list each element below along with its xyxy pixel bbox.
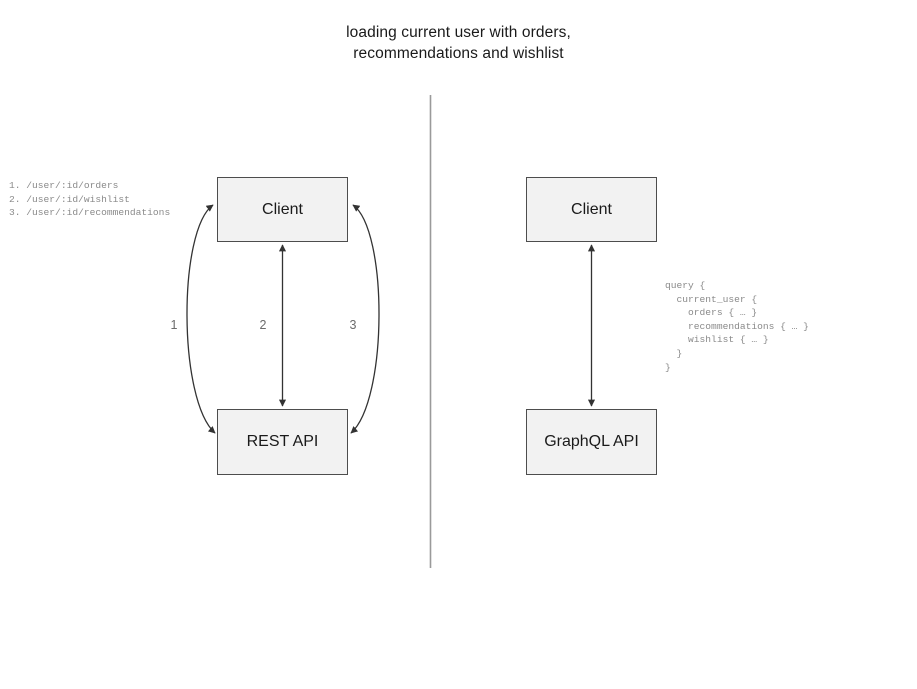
node-rest-api[interactable]: REST API xyxy=(217,409,348,475)
edge-label-2: 2 xyxy=(259,318,267,332)
edge-rest-1 xyxy=(186,204,216,434)
node-label: REST API xyxy=(246,433,319,450)
node-label: Client xyxy=(571,200,612,218)
node-graphql-api[interactable]: GraphQL API xyxy=(526,409,657,475)
rest-endpoints-annotation: 1. /user/:id/orders 2. /user/:id/wishlis… xyxy=(9,180,171,219)
title-line-1: loading current user with orders, xyxy=(346,24,571,41)
diagram-title: loading current user with orders, recomm… xyxy=(0,22,917,64)
node-label: GraphQL API xyxy=(544,433,639,450)
node-label: Client xyxy=(262,200,303,218)
node-client-graphql[interactable]: Client xyxy=(526,177,657,242)
title-line-2: recommendations and wishlist xyxy=(353,45,564,62)
graphql-query-annotation: query { current_user { orders { … } reco… xyxy=(665,280,809,373)
node-client-rest[interactable]: Client xyxy=(217,177,348,242)
edge-label-3: 3 xyxy=(349,318,357,332)
edge-label-1: 1 xyxy=(170,318,178,332)
